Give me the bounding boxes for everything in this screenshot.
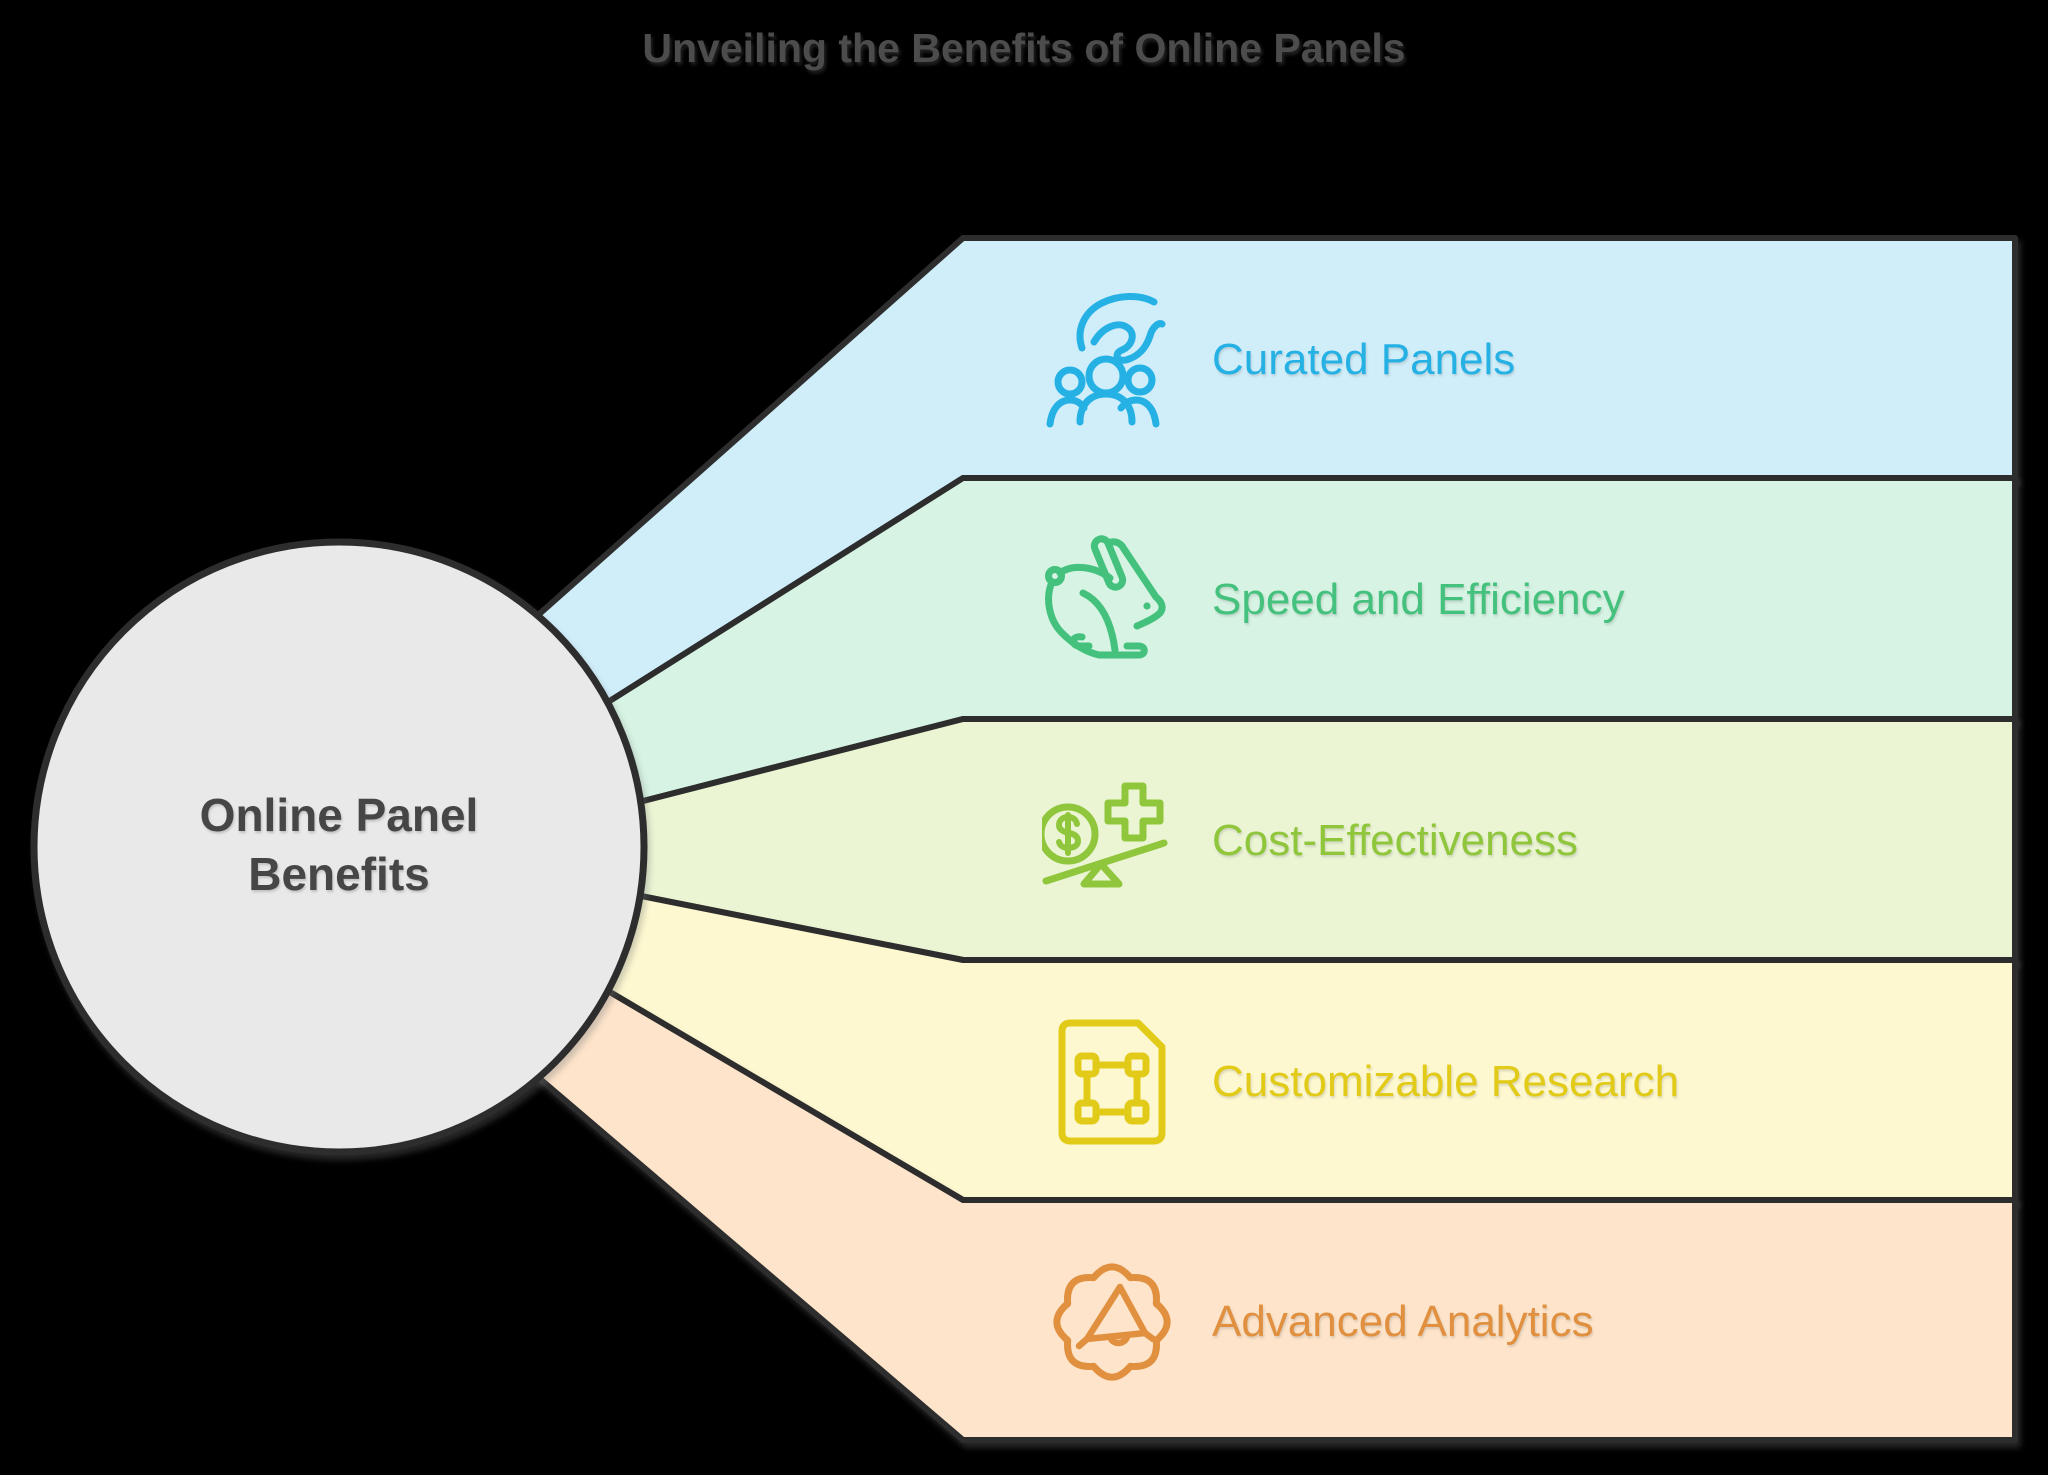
band-row-speed-efficiency: Speed and Efficiency (1042, 530, 1625, 670)
band-row-advanced-analytics: Advanced Analytics (1042, 1252, 1594, 1392)
band-label: Speed and Efficiency (1212, 575, 1625, 624)
band-label: Curated Panels (1212, 335, 1516, 384)
band-label: Advanced Analytics (1212, 1297, 1594, 1346)
band-label: Customizable Research (1212, 1057, 1680, 1106)
center-node-label-line2: Benefits (248, 848, 430, 900)
center-node-label-line1: Online Panel (199, 789, 479, 841)
band-row-cost-effectiveness: Cost-Effectiveness (1042, 771, 1578, 911)
center-circle (30, 538, 648, 1156)
hand-over-people-icon (1042, 290, 1182, 430)
band-row-curated-panels: Curated Panels (1042, 290, 1515, 430)
band-label: Cost-Effectiveness (1212, 816, 1579, 865)
center-node-label: Online Panel Benefits (200, 786, 479, 904)
band-row-customizable-research: Customizable Research (1042, 1012, 1679, 1152)
gear-megaphone-icon (1042, 1252, 1182, 1392)
page-title: Unveiling the Benefits of Online Panels (642, 25, 1406, 71)
dollar-balance-icon (1042, 771, 1182, 911)
rabbit-icon (1042, 530, 1182, 670)
document-frame-icon (1042, 1012, 1182, 1152)
